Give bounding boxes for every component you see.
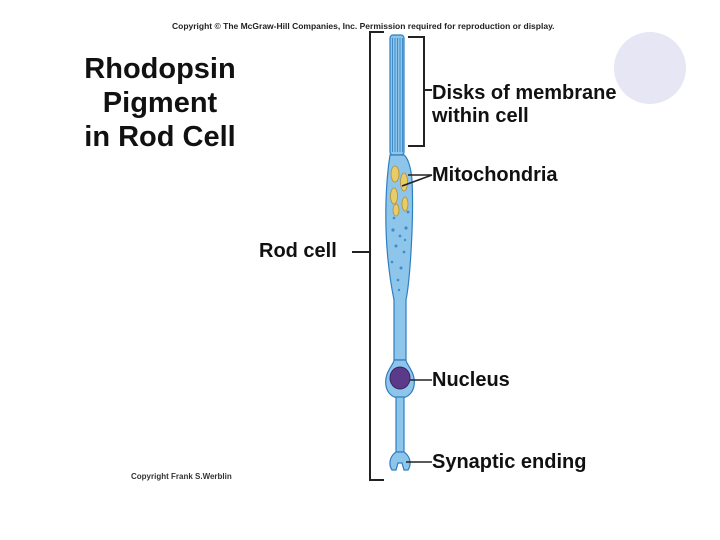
nucleus-label: Nucleus (432, 369, 510, 391)
inner-segment (385, 154, 414, 361)
slide-title: Rhodopsin Pigment in Rod Cell (60, 52, 260, 154)
disks-label-line-1: Disks of membrane (432, 82, 617, 104)
nucleus (389, 366, 411, 390)
rod-cell (385, 34, 415, 471)
copyright-notice-top: Copyright © The McGraw-Hill Companies, I… (172, 21, 555, 31)
membrane-disks (392, 38, 403, 152)
mitochondria (390, 165, 409, 217)
title-line-2: Pigment (102, 87, 218, 119)
axon (395, 396, 405, 453)
cytoplasm-dots (390, 210, 410, 292)
disks-bracket (408, 36, 432, 147)
disks-label-line-2: within cell (432, 105, 529, 127)
leader-lines (401, 174, 433, 463)
title-line-1: Rhodopsin (84, 53, 236, 85)
copyright-notice-bottom: Copyright Frank S.Werblin (131, 472, 232, 481)
decorative-circle (614, 32, 686, 104)
rod-cell-bracket (352, 31, 384, 481)
synaptic-terminal (389, 451, 411, 471)
synaptic-ending-label: Synaptic ending (432, 451, 587, 473)
title-line-3: in Rod Cell (84, 121, 236, 153)
rod-cell-label: Rod cell (259, 240, 337, 262)
mitochondria-label: Mitochondria (432, 164, 558, 186)
